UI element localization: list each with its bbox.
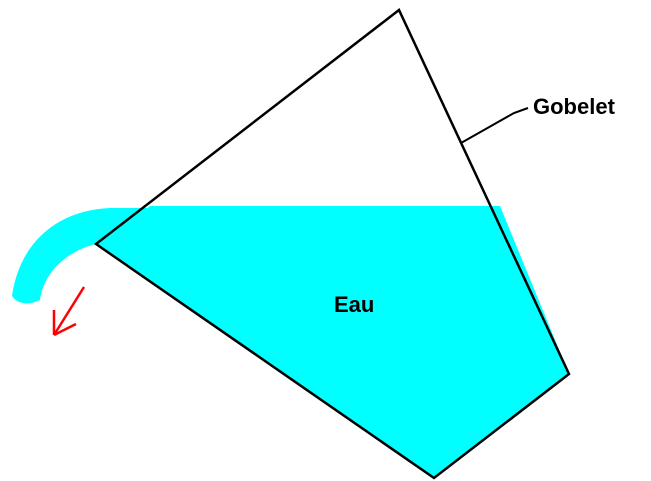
glass-label: Gobelet [533,94,616,119]
glass-leader-line [460,107,529,144]
flow-direction-arrow-icon [52,286,86,337]
glass-outline [93,8,571,480]
water-in-glass [96,206,569,478]
water-label: Eau [334,292,374,317]
